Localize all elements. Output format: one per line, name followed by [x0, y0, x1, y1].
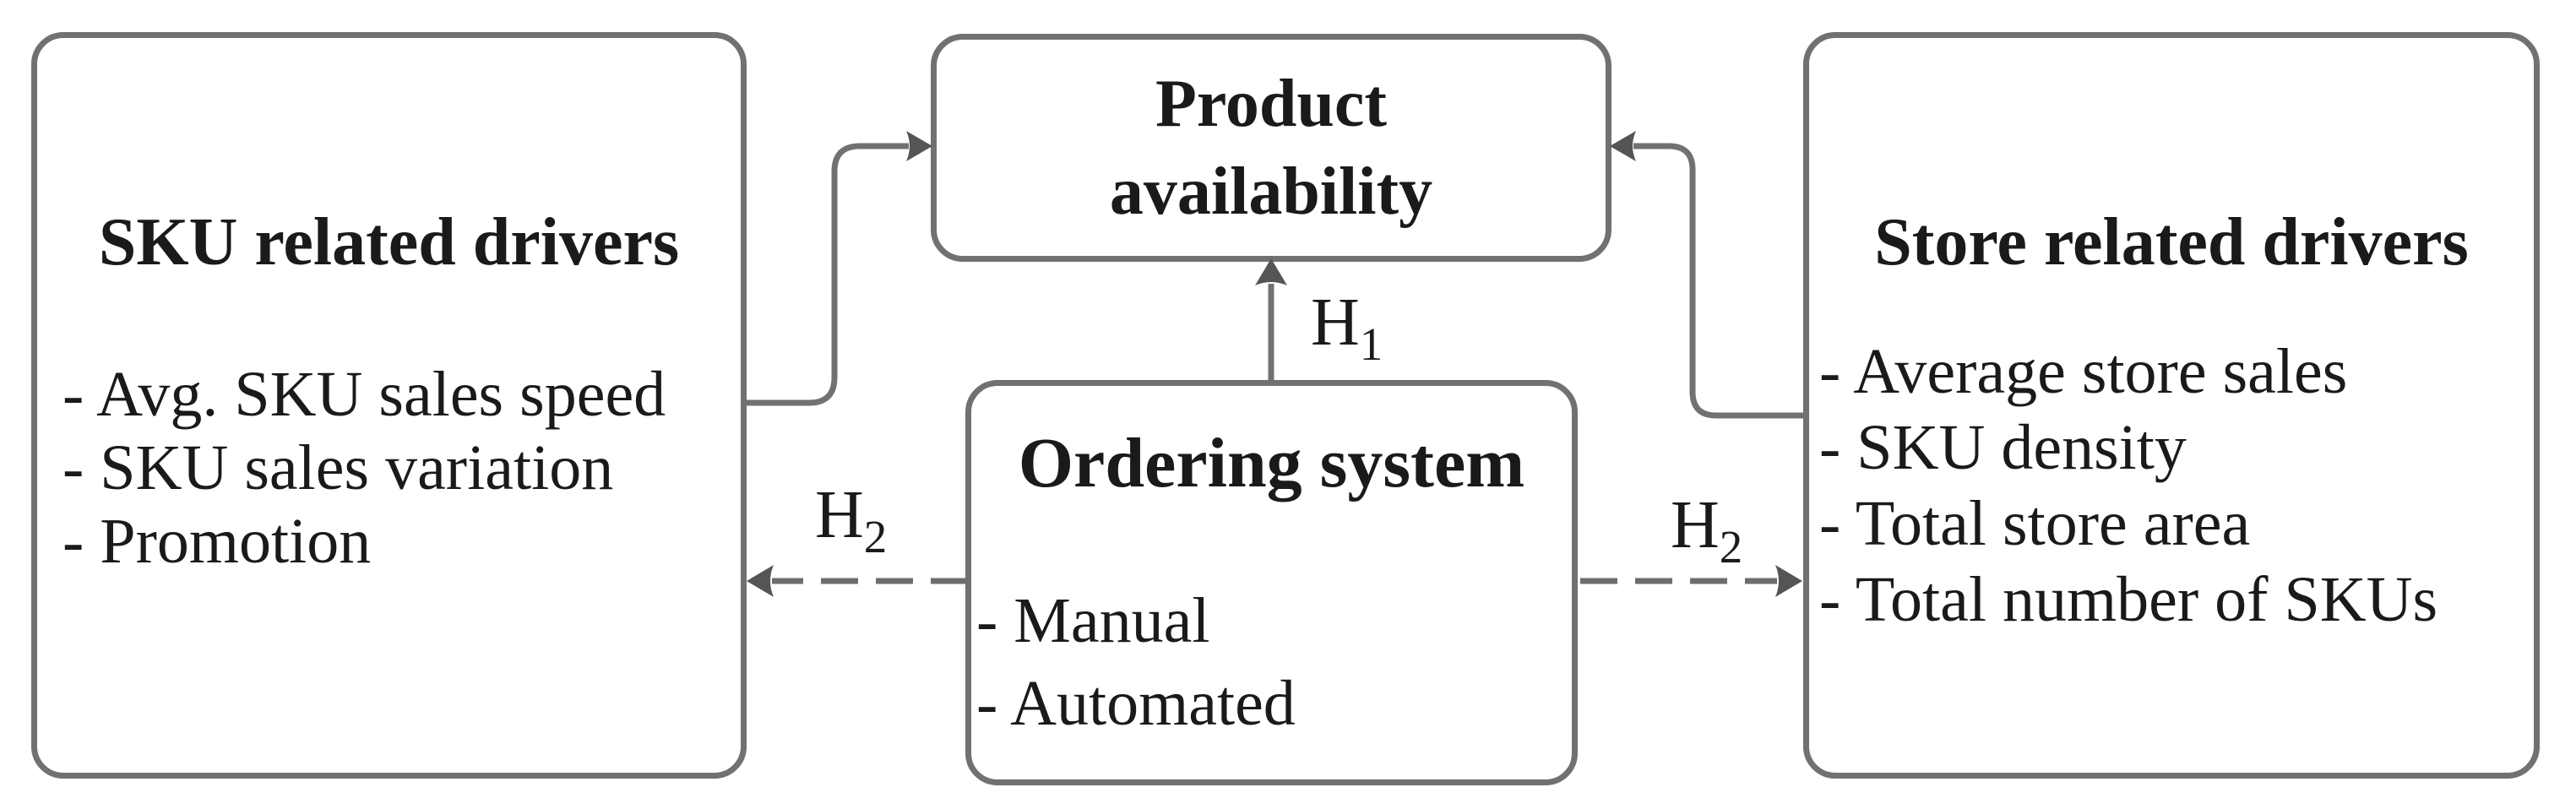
h2-right-base: H: [1671, 488, 1720, 562]
arrowhead-into-availability-left: [906, 131, 932, 161]
list-item: - Avg. SKU sales speed: [62, 359, 666, 430]
list-item: - Total store area: [1819, 488, 2251, 559]
hypothesis-label-h2-left: H2: [815, 481, 887, 571]
ordering-system-list: - Manual - Automated: [971, 579, 1572, 745]
arrowhead-h1-up: [1255, 258, 1287, 285]
h2-right-subscript: 2: [1719, 521, 1743, 573]
hypothesis-label-h1: H1: [1311, 289, 1383, 378]
list-item: - Automated: [976, 668, 1296, 739]
sku-related-drivers-title: SKU related drivers: [98, 205, 680, 280]
product-availability-title-line2: availability: [1109, 155, 1433, 229]
list-item: - SKU sales variation: [62, 432, 614, 503]
arrowhead-h2-right: [1775, 565, 1802, 597]
list-item: - Average store sales: [1819, 336, 2348, 407]
h2-left-base: H: [815, 478, 864, 552]
list-item: - Promotion: [62, 506, 372, 577]
list-item: - Manual: [976, 585, 1210, 656]
h1-base: H: [1311, 285, 1360, 360]
product-availability-box: Product availability: [931, 34, 1611, 262]
store-related-drivers-list: - Average store sales - SKU density - To…: [1809, 334, 2534, 638]
store-related-drivers-title: Store related drivers: [1874, 205, 2469, 280]
ordering-system-title: Ordering system: [1018, 424, 1525, 502]
sku-related-drivers-box: SKU related drivers - Avg. SKU sales spe…: [31, 32, 747, 779]
sku-to-availability-connector-line: [743, 143, 909, 406]
product-availability-title-line1: Product: [1155, 67, 1388, 141]
store-related-drivers-box: Store related drivers - Average store sa…: [1803, 32, 2540, 779]
list-item: - Total number of SKUs: [1819, 564, 2438, 635]
h1-subscript: 1: [1359, 318, 1383, 370]
hypothesis-label-h2-right: H2: [1671, 491, 1742, 581]
list-item: - SKU density: [1819, 412, 2187, 483]
arrowhead-h2-left: [747, 565, 774, 597]
arrowhead-into-availability-right: [1610, 131, 1636, 161]
store-to-availability-connector-line: [1633, 143, 1806, 419]
ordering-system-box: Ordering system - Manual - Automated: [965, 380, 1578, 785]
sku-related-drivers-list: - Avg. SKU sales speed - SKU sales varia…: [37, 358, 741, 578]
h2-left-subscript: 2: [863, 511, 888, 562]
